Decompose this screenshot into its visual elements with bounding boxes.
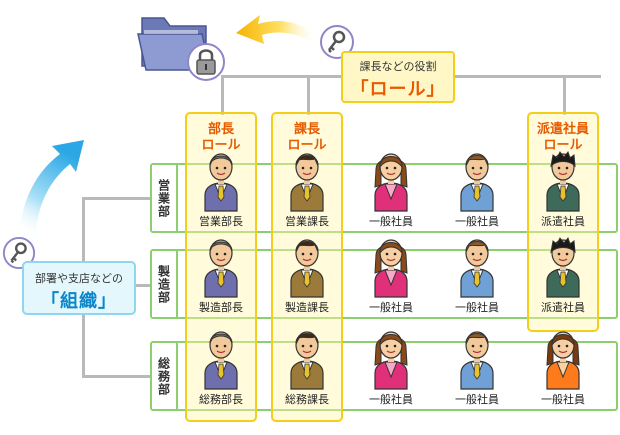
person: 一般社員	[527, 327, 599, 407]
role-column-suffix: ロール	[287, 138, 327, 153]
person: 総務課長	[271, 327, 343, 407]
role-column-suffix: ロール	[201, 138, 241, 153]
person-icon	[455, 235, 499, 298]
person: 一般社員	[355, 149, 427, 229]
person: 派遣社員	[527, 149, 599, 229]
department-label: 製造部	[152, 251, 178, 317]
department-name: 総務部	[156, 356, 171, 396]
role-column-header: 課長ロール	[273, 122, 341, 154]
person-icon	[369, 235, 413, 298]
person-title: 一般社員	[455, 215, 499, 228]
person: 製造部長	[185, 235, 257, 315]
role-column-suffix: ロール	[543, 138, 583, 153]
department-name: 製造部	[156, 264, 171, 304]
person: 派遣社員	[527, 235, 599, 315]
person-title: 一般社員	[369, 393, 413, 406]
role-column-name: 部長	[207, 122, 234, 137]
person-title: 製造課長	[285, 301, 329, 314]
person-title: 営業部長	[199, 215, 243, 228]
person: 営業課長	[271, 149, 343, 229]
person: 一般社員	[355, 235, 427, 315]
key-icon	[320, 25, 354, 59]
person: 一般社員	[355, 327, 427, 407]
lock-icon	[187, 43, 225, 81]
org-tree-line	[82, 197, 150, 200]
person: 一般社員	[441, 235, 513, 315]
arrow-icon	[20, 140, 84, 232]
key-icon	[2, 236, 36, 270]
role-tree-line	[221, 75, 224, 115]
person-title: 総務部長	[199, 393, 243, 406]
arrow-icon	[236, 15, 318, 46]
person: 営業部長	[185, 149, 257, 229]
person-title: 派遣社員	[541, 301, 585, 314]
organization-callout-title: 「組織」	[41, 291, 117, 312]
person: 一般社員	[441, 327, 513, 407]
person-icon	[541, 235, 585, 298]
role-column-header: 部長ロール	[187, 122, 255, 154]
role-column-name: 派遣社員	[536, 122, 589, 137]
person-title: 一般社員	[369, 301, 413, 314]
person-icon	[199, 327, 243, 390]
person-icon	[541, 149, 585, 212]
role-column-header: 派遣社員ロール	[529, 122, 597, 154]
person: 製造課長	[271, 235, 343, 315]
organization-callout-caption: 部署や支店などの	[35, 272, 123, 285]
person-icon	[199, 149, 243, 212]
role-callout-caption: 課長などの役割	[359, 60, 437, 73]
person-icon	[455, 149, 499, 212]
person-icon	[455, 327, 499, 390]
person-icon	[285, 235, 329, 298]
role-callout-title: 「ロール」	[350, 79, 446, 100]
person-icon	[285, 327, 329, 390]
person-title: 営業課長	[285, 215, 329, 228]
person-icon	[369, 327, 413, 390]
person-icon	[199, 235, 243, 298]
org-tree-line	[82, 375, 150, 378]
role-tree-line	[563, 75, 566, 115]
person-title: 製造部長	[199, 301, 243, 314]
person-icon	[541, 327, 585, 390]
person-title: 一般社員	[369, 215, 413, 228]
role-callout: 課長などの役割 「ロール」	[341, 51, 455, 103]
person: 総務部長	[185, 327, 257, 407]
person-icon	[369, 149, 413, 212]
department-label: 総務部	[152, 343, 178, 409]
person-title: 一般社員	[455, 393, 499, 406]
role-tree-line	[307, 75, 310, 115]
department-name: 営業部	[156, 178, 171, 218]
person-title: 一般社員	[455, 301, 499, 314]
person: 一般社員	[441, 149, 513, 229]
role-column-name: 課長	[293, 122, 320, 137]
person-title: 総務課長	[285, 393, 329, 406]
person-icon	[285, 149, 329, 212]
person-title: 一般社員	[541, 393, 585, 406]
person-title: 派遣社員	[541, 215, 585, 228]
department-label: 営業部	[152, 165, 178, 231]
organization-callout: 部署や支店などの 「組織」	[22, 261, 136, 315]
